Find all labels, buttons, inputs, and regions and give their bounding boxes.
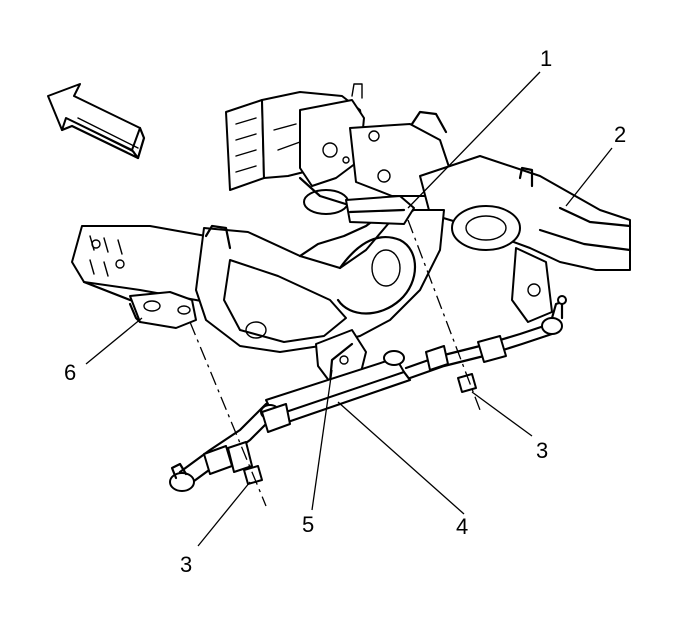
leader-6 <box>85 317 143 365</box>
upper-crossmember-bracket <box>225 83 451 215</box>
right-frame-rail <box>419 155 632 323</box>
leader-3a <box>471 391 533 437</box>
left-tie-rod <box>169 402 291 492</box>
leader-4 <box>337 401 465 515</box>
front-direction-arrow-icon <box>47 83 146 160</box>
leader-3b <box>197 481 251 547</box>
front-crossmember <box>195 206 445 353</box>
callout-4: 4 <box>456 514 468 539</box>
left-bolt-centerline <box>189 321 267 507</box>
right-tie-rod <box>404 295 567 380</box>
leader-5 <box>311 369 333 511</box>
callout-3-left: 3 <box>180 552 192 577</box>
callout-2: 2 <box>614 122 626 147</box>
upper-mount-bracket <box>345 195 415 225</box>
callout-1: 1 <box>540 46 552 71</box>
callout-6: 6 <box>64 360 76 385</box>
right-bolt-centerline <box>407 219 481 411</box>
callout-3-right: 3 <box>536 438 548 463</box>
leader-1 <box>407 71 541 209</box>
callout-5: 5 <box>302 512 314 537</box>
leader-2 <box>565 147 613 207</box>
left-mount-bracket <box>128 291 197 329</box>
